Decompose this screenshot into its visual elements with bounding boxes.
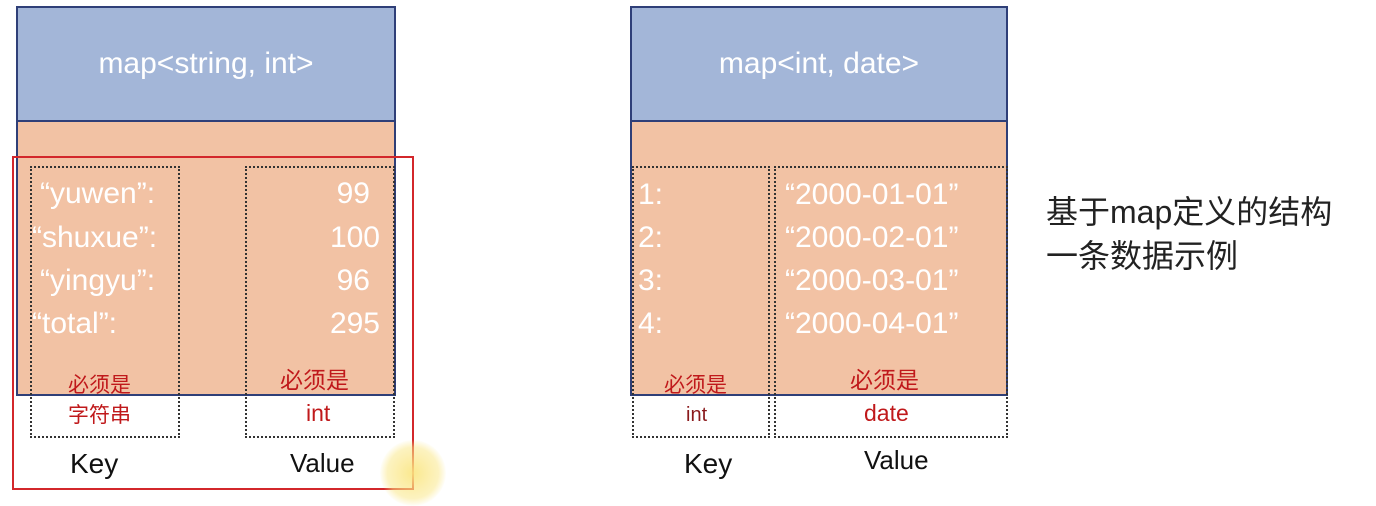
left-row-key: “shuxue”: xyxy=(32,221,158,254)
right-row-value: “2000-04-01” xyxy=(785,307,959,340)
left-map-type-label: map<string, int> xyxy=(98,47,314,80)
right-row-key: 4: xyxy=(638,307,664,340)
left-row-key: “yuwen”: xyxy=(40,177,156,210)
left-key-label: Key xyxy=(70,448,119,479)
right-key-label: Key xyxy=(684,448,733,479)
left-row-value: 96 xyxy=(336,264,370,297)
cursor-highlight xyxy=(380,440,446,506)
right-map-type-header: map<int, date> xyxy=(630,6,1008,122)
right-key-note: 必须是 xyxy=(664,374,727,397)
right-row-value: “2000-03-01” xyxy=(785,264,959,297)
left-row-value: 99 xyxy=(336,177,370,210)
left-value-note: int xyxy=(306,400,331,426)
right-value-label: Value xyxy=(864,445,929,475)
left-key-column-outline xyxy=(30,166,180,438)
right-map-type-label: map<int, date> xyxy=(718,47,920,80)
left-value-column-outline xyxy=(245,166,395,438)
right-row-key: 3: xyxy=(638,264,664,297)
right-value-note: 必须是 xyxy=(850,367,919,393)
left-key-note: 必须是 xyxy=(68,374,131,397)
right-value-note: date xyxy=(864,400,909,426)
left-map-type-header: map<string, int> xyxy=(16,6,396,122)
right-row-key: 2: xyxy=(638,221,664,254)
left-highlight-frame xyxy=(12,156,414,490)
left-row-value: 295 xyxy=(329,307,380,340)
left-row-key: “total”: xyxy=(32,307,118,340)
left-value-note: 必须是 xyxy=(280,367,349,393)
caption-line-2: 一条数据示例 xyxy=(1046,238,1239,274)
right-key-note: int xyxy=(686,404,708,426)
diagram-caption: 基于map定义的结构 一条数据示例 xyxy=(1046,190,1332,278)
left-value-label: Value xyxy=(290,448,355,478)
right-row-key: 1: xyxy=(638,178,664,211)
left-row-key: “yingyu”: xyxy=(40,264,156,297)
left-row-value: 100 xyxy=(329,221,380,254)
right-value-column-outline xyxy=(774,166,1008,438)
right-row-value: “2000-01-01” xyxy=(785,178,959,211)
caption-line-1: 基于map定义的结构 xyxy=(1046,194,1333,230)
right-row-value: “2000-02-01” xyxy=(785,221,959,254)
right-key-column-outline xyxy=(632,166,770,438)
left-key-note: 字符串 xyxy=(68,404,131,427)
